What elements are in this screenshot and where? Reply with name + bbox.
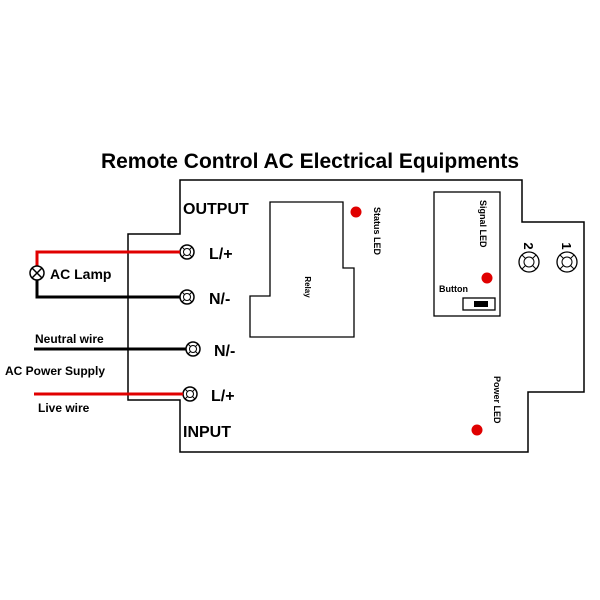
ac-lamp-label: AC Lamp bbox=[50, 266, 111, 282]
diagram-title: Remote Control AC Electrical Equipments bbox=[101, 150, 519, 173]
lamp-neutral-wire bbox=[35, 280, 180, 299]
relay-label: Relay bbox=[303, 276, 312, 298]
terminal-output-neutral-label: N/- bbox=[209, 291, 230, 308]
power-led-label: Power LED bbox=[492, 376, 502, 424]
signal-led-label: Signal LED bbox=[478, 200, 488, 248]
terminal-output-live-label: L/+ bbox=[209, 246, 233, 263]
receiver-module bbox=[433, 191, 501, 317]
neutral-wire-label: Neutral wire bbox=[35, 332, 104, 346]
terminal-input-neutral-label: N/- bbox=[214, 343, 235, 360]
status-led bbox=[350, 206, 362, 218]
board-outline bbox=[127, 179, 585, 453]
power-led bbox=[471, 424, 483, 436]
antenna-1-label: 1 bbox=[559, 242, 574, 249]
terminal-input-live-label: L/+ bbox=[211, 388, 235, 405]
antenna-2-label: 2 bbox=[521, 242, 536, 249]
antenna-terminal-2 bbox=[518, 251, 540, 273]
terminal-output-neutral bbox=[179, 289, 195, 305]
lamp-icon bbox=[29, 265, 45, 281]
live-wire-label: Live wire bbox=[38, 401, 90, 415]
button-label: Button bbox=[439, 284, 468, 294]
antenna-terminal-1 bbox=[556, 251, 578, 273]
terminal-input-neutral bbox=[185, 341, 201, 357]
relay-block bbox=[249, 201, 355, 338]
terminal-output-live bbox=[179, 244, 195, 260]
status-led-label: Status LED bbox=[372, 207, 382, 256]
terminal-input-live bbox=[182, 386, 198, 402]
output-label: OUTPUT bbox=[183, 201, 249, 218]
ac-power-supply-label: AC Power Supply bbox=[5, 364, 105, 378]
learn-button[interactable] bbox=[462, 297, 496, 311]
input-label: INPUT bbox=[183, 424, 231, 441]
signal-led bbox=[481, 272, 493, 284]
lamp-live-wire bbox=[35, 250, 180, 266]
